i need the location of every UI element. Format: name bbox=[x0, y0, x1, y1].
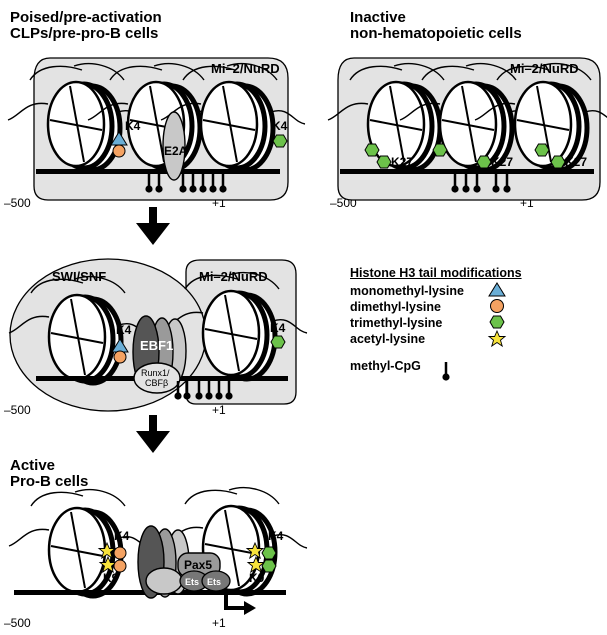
k4-label: K4 bbox=[272, 119, 288, 133]
legend: Histone H3 tail modifications monomethyl… bbox=[350, 266, 522, 374]
dimethyl-marker bbox=[112, 144, 126, 158]
legend-header: Histone H3 tail modifications bbox=[350, 266, 522, 280]
k4-label: K4 bbox=[125, 119, 141, 133]
k4-label: K4 bbox=[270, 321, 286, 335]
trimethyl-marker bbox=[376, 155, 392, 169]
intermediate-coord-left: –500 bbox=[4, 403, 31, 417]
trimethyl-marker bbox=[270, 335, 286, 349]
e2a-label: E2A bbox=[164, 144, 188, 158]
intermediate-coord-right: +1 bbox=[212, 403, 226, 417]
nurd-label: Mi–2/NuRD bbox=[199, 269, 268, 284]
k27-label: K27 bbox=[391, 155, 413, 169]
legend-item-acetyl: acetyl-lysine bbox=[350, 332, 426, 346]
cbfb-label: CBFβ bbox=[145, 378, 168, 388]
legend-item-dimethyl: dimethyl-lysine bbox=[350, 300, 441, 314]
tss-arrowhead-icon bbox=[244, 601, 256, 615]
trimethyl-marker bbox=[261, 546, 277, 560]
active-panel: Pax5 Ets Ets K4 K9 K4 K9 bbox=[9, 488, 307, 615]
trimethyl-marker bbox=[432, 143, 448, 157]
active-title: Active Pro-B cells bbox=[10, 457, 89, 490]
active-coord-left: –500 bbox=[4, 616, 31, 630]
dimethyl-marker bbox=[113, 546, 127, 560]
dimethyl-marker bbox=[113, 350, 127, 364]
down-arrow-icon bbox=[136, 207, 170, 245]
ets-factor bbox=[201, 570, 231, 592]
trimethyl-marker bbox=[364, 143, 380, 157]
down-arrow-icon bbox=[136, 415, 170, 453]
runx1-label: Runx1/ bbox=[141, 368, 170, 378]
factor-light bbox=[145, 567, 183, 595]
poised-nurd-label: Mi–2/NuRD bbox=[211, 61, 280, 76]
ets-label: Ets bbox=[207, 577, 221, 587]
nucleosome bbox=[9, 490, 153, 596]
trimethyl-marker bbox=[476, 155, 492, 169]
poised-panel: Mi–2/NuRD E2A K4 K4 bbox=[8, 57, 305, 201]
k27-label: K27 bbox=[491, 155, 513, 169]
e2a-factor bbox=[162, 111, 186, 181]
dimethyl-legend-icon bbox=[490, 299, 504, 313]
poised-title: Poised/pre-activation CLPs/pre-pro-B cel… bbox=[10, 9, 162, 42]
legend-symbols bbox=[441, 282, 506, 382]
trimethyl-marker bbox=[534, 143, 550, 157]
k9-label: K9 bbox=[103, 571, 119, 585]
legend-item-cpg: methyl-CpG bbox=[350, 359, 421, 373]
k4-label: K4 bbox=[268, 529, 284, 543]
legend-item-monomethyl: monomethyl-lysine bbox=[350, 284, 464, 298]
trimethyl-marker bbox=[550, 155, 566, 169]
active-coord-right: +1 bbox=[212, 616, 226, 630]
poised-coord-left: –500 bbox=[4, 196, 31, 210]
k4-label: K4 bbox=[116, 323, 132, 337]
ets-label: Ets bbox=[185, 577, 199, 587]
dimethyl-marker bbox=[113, 559, 127, 573]
trimethyl-marker bbox=[272, 134, 288, 148]
intermediate-panel: SWI/SNF Mi–2/NuRD EBF1 Runx1/ CBFβ K4 K4 bbox=[9, 258, 307, 412]
tss-arrow-icon bbox=[224, 593, 246, 610]
swisnf-label: SWI/SNF bbox=[52, 269, 106, 284]
k9-label: K9 bbox=[249, 571, 265, 585]
pax5-label: Pax5 bbox=[184, 558, 212, 572]
inactive-panel: Mi–2/NuRD K27 K27 K27 bbox=[328, 57, 607, 201]
k27-label: K27 bbox=[565, 155, 587, 169]
k4-label: K4 bbox=[114, 529, 130, 543]
dna-line bbox=[36, 169, 280, 174]
dna-line bbox=[340, 169, 594, 174]
ebf1-label: EBF1 bbox=[140, 338, 173, 353]
legend-item-trimethyl: trimethyl-lysine bbox=[350, 316, 443, 330]
inactive-title: Inactive non-hematopoietic cells bbox=[350, 9, 522, 42]
runx1-factor bbox=[133, 362, 181, 394]
